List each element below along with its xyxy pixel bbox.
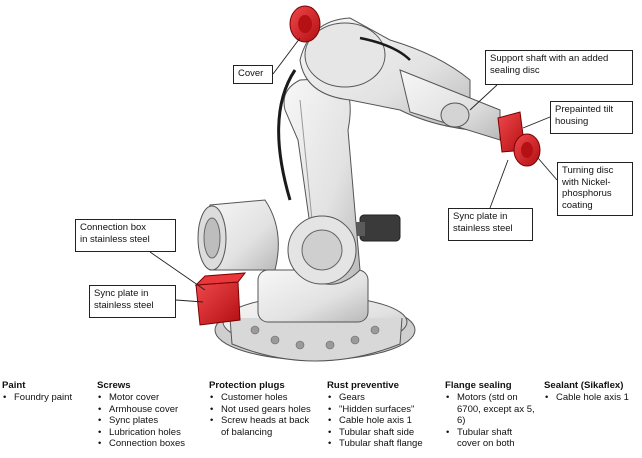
list-item: Gears — [327, 392, 439, 404]
callout-text: stainless steel — [94, 299, 154, 311]
category-title: Paint — [2, 380, 26, 391]
list-item: Screw heads at back of balancing — [209, 415, 317, 438]
list-item: Foundry paint — [2, 392, 90, 404]
callout-text: sealing disc — [490, 64, 540, 76]
category-title: Protection plugs — [209, 380, 285, 391]
list-item: "Hidden surfaces" — [327, 404, 439, 416]
list-item: Cable hole axis 1 — [544, 392, 640, 404]
list-item: Tubular shaft side — [327, 427, 439, 439]
list-item: Customer holes — [209, 392, 317, 404]
robot-upper-arm — [277, 17, 501, 201]
callout-sync-plate-lower: Sync plate in stainless steel — [89, 285, 176, 318]
callout-text: housing — [555, 115, 589, 127]
list-item: Motors (std on 6700, except ax 5, 6) — [445, 392, 537, 426]
list-item: Connection boxes — [97, 438, 197, 450]
list-item: Tubular shaft cover on both — [445, 427, 537, 450]
robot-lower-arm — [283, 77, 361, 285]
callout-text: Turning disc — [562, 165, 614, 176]
robot-base — [214, 269, 416, 362]
category-title: Sealant (Sikaflex) — [544, 380, 624, 391]
callout-tilt-housing: Prepainted tilt housing — [550, 101, 633, 134]
list-item: Cable hole axis 1 — [327, 415, 439, 427]
callout-text: Cover — [238, 68, 264, 79]
category-title: Rust preventive — [327, 380, 399, 391]
list-item: Not used gears holes — [209, 404, 317, 416]
callout-text: phosphorus — [562, 188, 612, 199]
list-item: Sync plates — [97, 415, 197, 427]
category-screws: Screws Motor cover Armhouse cover Sync p… — [97, 380, 197, 450]
leader-lines — [149, 37, 558, 303]
category-rust-preventive: Rust preventive Gears "Hidden surfaces" … — [327, 380, 439, 450]
category-title: Flange sealing — [445, 380, 512, 391]
callout-connection-box: Connection box in stainless steel — [75, 219, 176, 252]
callout-text: Prepainted tilt — [555, 104, 614, 115]
red-turning-disc — [513, 133, 541, 167]
callout-text: Sync plate in — [453, 211, 508, 222]
category-protection-plugs: Protection plugs Customer holes Not used… — [209, 380, 317, 438]
list-item: Armhouse cover — [97, 404, 197, 416]
list-item: Motor cover — [97, 392, 197, 404]
callout-sync-plate-upper: Sync plate in stainless steel — [448, 208, 533, 241]
callout-text: Connection box — [80, 222, 147, 233]
category-flange-sealing: Flange sealing Motors (std on 6700, exce… — [445, 380, 537, 449]
callout-cover: Cover — [233, 65, 273, 84]
red-connection-box — [194, 272, 247, 326]
list-item: Tubular shaft flange — [327, 438, 439, 450]
callout-text: with Nickel- — [562, 176, 611, 188]
robot-lower-body — [197, 199, 401, 271]
category-title: Screws — [97, 380, 131, 391]
callout-turning-disc: Turning disc with Nickel- phosphorus coa… — [557, 162, 633, 216]
list-item: Lubrication holes — [97, 427, 197, 439]
category-sealant: Sealant (Sikaflex) Cable hole axis 1 — [544, 380, 640, 404]
callout-text: Sync plate in — [94, 288, 149, 299]
red-cover-top — [289, 5, 321, 43]
callout-text: Support shaft with an added — [490, 53, 609, 64]
callout-text: coating — [562, 199, 593, 211]
category-paint: Paint Foundry paint — [2, 380, 90, 404]
callout-text: stainless steel — [453, 222, 513, 234]
callout-text: in stainless steel — [80, 233, 150, 245]
callout-support-shaft: Support shaft with an added sealing disc — [485, 50, 633, 85]
